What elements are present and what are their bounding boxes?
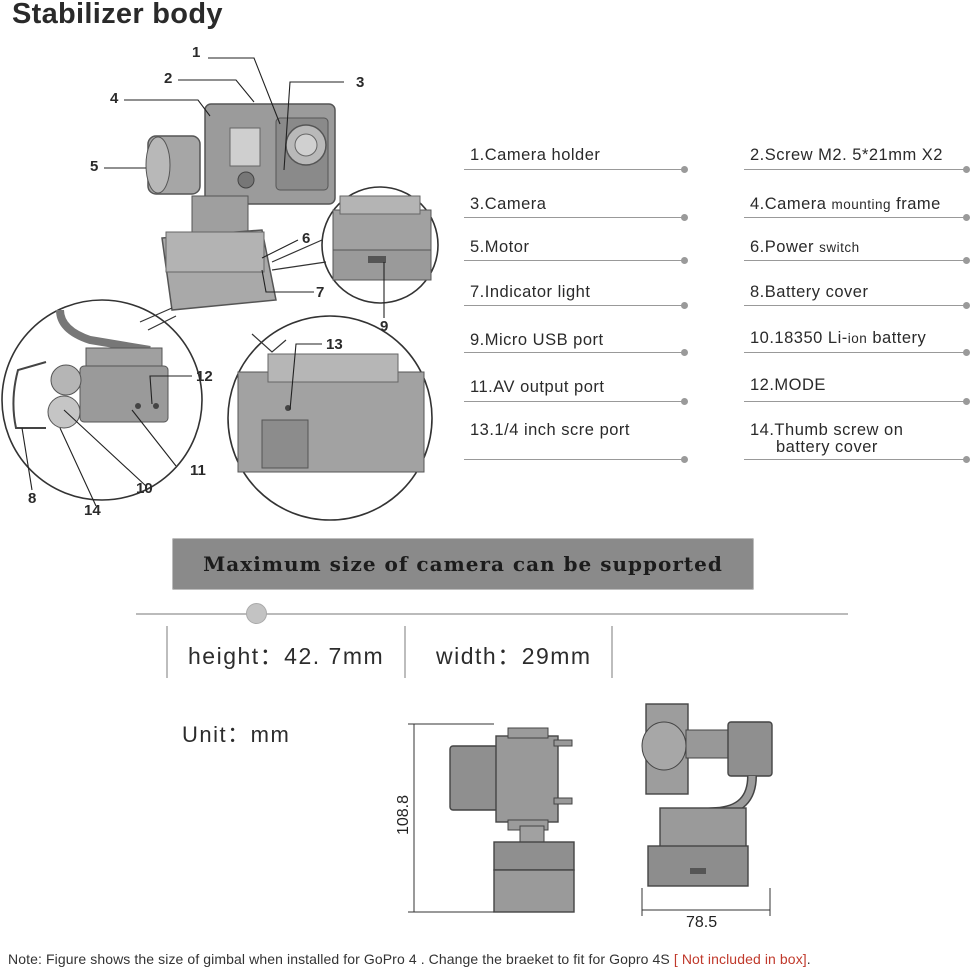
callout-11: 11	[190, 462, 206, 479]
callout-7: 7	[316, 284, 325, 301]
callout-8: 8	[28, 490, 37, 507]
footnote: Note: Figure shows the size of gimbal wh…	[8, 951, 811, 967]
dim-divider-middle	[404, 626, 406, 678]
gimbal-main-illustration	[145, 103, 336, 311]
dim-divider-right	[611, 626, 613, 678]
legend-item-8: 8.Battery cover	[750, 283, 869, 301]
callout-13: 13	[326, 336, 343, 353]
legend-item-13: 13.1/4 inch scre port	[470, 421, 630, 439]
callout-4: 4	[110, 90, 119, 107]
callout-9: 9	[380, 318, 389, 335]
legend-item-10: 10.18350 Li-ion battery	[750, 329, 927, 347]
gimbal-height-value: 108.8	[395, 794, 412, 836]
legend-item-4: 4.Camera mounting frame	[750, 195, 941, 213]
legend-item-5: 5.Motor	[470, 238, 530, 256]
legend-item-11: 11.AV output port	[470, 378, 605, 396]
callout-12: 12	[196, 368, 213, 385]
camera-width-label: width：29mm	[436, 643, 592, 669]
callout-14: 14	[84, 502, 101, 519]
footnote-red-text: [ Not included in box]	[673, 951, 807, 967]
legend-item-3: 3.Camera	[470, 195, 547, 213]
footnote-tail: .	[806, 951, 811, 967]
gimbal-width-value: 78.5	[686, 914, 718, 931]
zoom-power-switch	[332, 195, 432, 281]
legend-item-9: 9.Micro USB port	[470, 331, 604, 349]
callout-2: 2	[164, 70, 173, 87]
legend-item-12: 12.MODE	[750, 376, 826, 394]
gimbal-side-view	[641, 703, 773, 887]
height-dimension-line	[408, 723, 494, 913]
zoom-battery-side	[12, 309, 169, 429]
callout-6: 6	[302, 230, 311, 247]
legend-item-14-line2: battery cover	[776, 438, 878, 456]
gimbal-front-view	[449, 727, 575, 913]
footnote-text: Note: Figure shows the size of gimbal wh…	[8, 951, 670, 967]
legend-item-1: 1.Camera holder	[470, 146, 601, 164]
legend-item-6: 6.Power switch	[750, 238, 860, 256]
legend-item-2: 2.Screw M2. 5*21mm X2	[750, 146, 943, 164]
width-dimension-line	[641, 888, 771, 916]
unit-label: Unit：mm	[182, 722, 291, 747]
dim-divider-left	[166, 626, 168, 678]
banner-text: Maximum size of camera can be supported	[203, 552, 723, 576]
callout-1: 1	[192, 44, 201, 61]
legend-item-7: 7.Indicator light	[470, 283, 591, 301]
separator-dot	[246, 603, 267, 624]
separator-line	[136, 613, 848, 615]
callout-10: 10	[136, 480, 153, 497]
camera-height-label: height：42. 7mm	[188, 643, 385, 669]
callout-5: 5	[90, 158, 99, 175]
page-title: Stabilizer body	[12, 0, 223, 30]
max-size-banner: Maximum size of camera can be supported	[172, 538, 754, 590]
zoom-tripod-port	[237, 353, 425, 473]
callout-3: 3	[356, 74, 365, 91]
legend-item-14-line1: 14.Thumb screw on	[750, 421, 904, 439]
